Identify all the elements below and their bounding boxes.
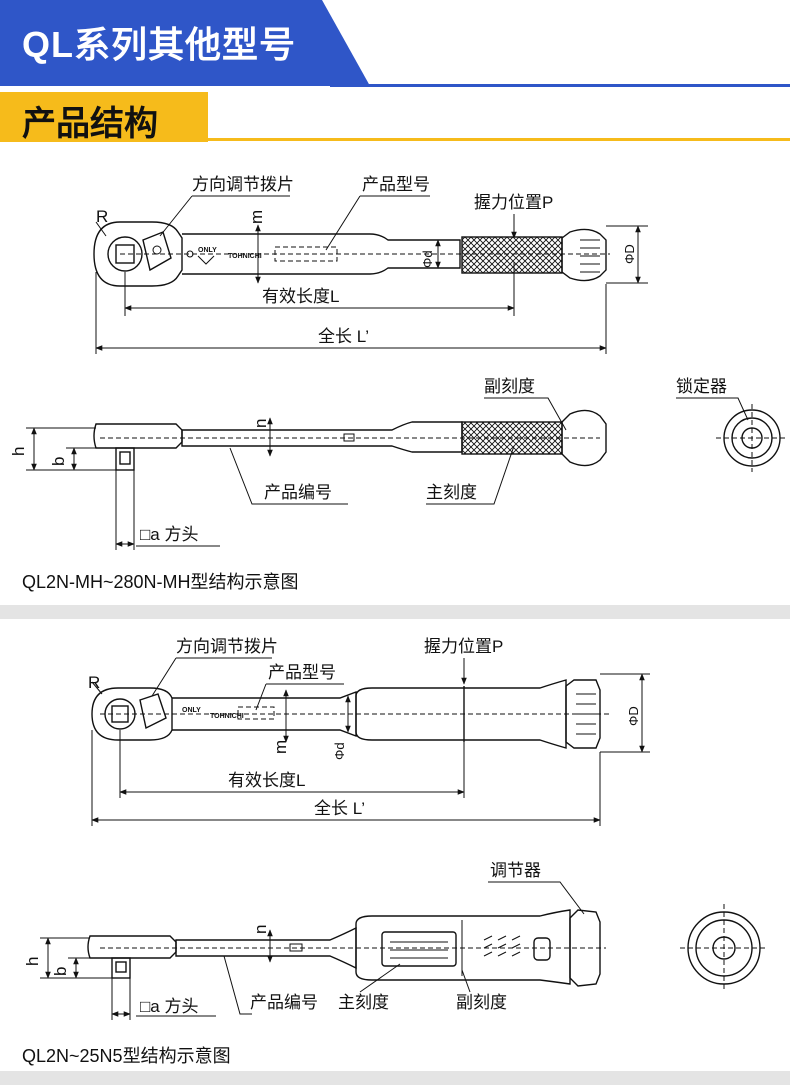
label-effective-length: 有效长度L [228, 771, 305, 790]
label-total-length: 全长 L’ [318, 327, 369, 346]
label-grip-position: 握力位置P [474, 193, 553, 212]
leader-model [255, 683, 344, 711]
only-mark: ONLY [182, 707, 201, 714]
only-mark: ONLY [198, 247, 217, 254]
structure-header-band [0, 92, 208, 142]
label-main-scale: 主刻度 [338, 993, 389, 1012]
label-direction-lever: 方向调节拨片 [176, 637, 278, 656]
grip-texture [483, 935, 521, 957]
label-model: 产品型号 [268, 663, 336, 682]
dim-r: R [96, 207, 108, 226]
side-end-cap [569, 909, 601, 987]
dim-d: Φd [420, 250, 435, 268]
label-total-length: 全长 L’ [314, 799, 365, 818]
dim-r-leader [95, 221, 107, 237]
side-head [93, 423, 183, 449]
label-direction-lever: 方向调节拨片 [192, 175, 294, 194]
structure-header: 产品结构 [0, 92, 790, 143]
label-square: □a 方头 [140, 525, 198, 544]
label-sub-scale: 副刻度 [484, 377, 535, 396]
end-cap [565, 679, 601, 749]
leader-serial [223, 955, 252, 1015]
ratchet-head [91, 687, 173, 741]
knurled-grip [461, 236, 563, 274]
only-arrow [197, 255, 215, 265]
label-serial: 产品编号 [250, 993, 318, 1012]
dim-r: R [88, 673, 100, 692]
leader-model [325, 195, 430, 251]
diagram2-top-view: ONLY TOHNICHI R m Φd ΦD 方向调节拨片 产品型号 握力位置… [88, 637, 650, 826]
diagram1-top-view: ONLY TOHNICHI R m Φd ΦD 方向调节拨片 产品型号 握力位置… [93, 175, 648, 354]
label-lock: 锁定器 [676, 377, 727, 396]
dim-m: m [247, 210, 266, 224]
lock-button [533, 937, 551, 961]
direction-lever [139, 693, 167, 730]
ratchet-head [93, 221, 183, 287]
leader-main-scale [426, 445, 515, 505]
side-head [87, 935, 177, 959]
dim-n: n [251, 925, 270, 934]
main-scale-window [381, 931, 457, 967]
ratchet-square-drive [107, 236, 143, 272]
dim-b: b [49, 457, 68, 466]
side-grip-body [355, 909, 571, 985]
lever-pivot [152, 245, 162, 255]
square-drive [115, 244, 135, 264]
brand-mark: TOHNICHI [210, 713, 244, 720]
side-square-inner [119, 451, 131, 465]
side-square-drive [111, 957, 131, 979]
label-effective-length: 有效长度L [262, 287, 339, 306]
side-end-cap [561, 409, 607, 467]
series-header: QL系列其他型号 [0, 0, 790, 87]
leader-sub-scale [484, 397, 567, 431]
structure-title: 产品结构 [22, 105, 158, 143]
structure-header-rule [208, 138, 790, 141]
dim-n: n [251, 419, 270, 428]
dim-m: m [271, 740, 290, 754]
dim-h: h [9, 447, 28, 456]
side-square-drive [115, 447, 135, 471]
leader-serial [229, 447, 348, 505]
label-serial: 产品编号 [264, 483, 332, 502]
dim-D: ΦD [622, 244, 637, 264]
dim-d: Φd [332, 742, 347, 760]
section-separator [0, 605, 790, 619]
grip-body [355, 679, 567, 749]
series-title: QL系列其他型号 [22, 24, 296, 65]
leader-direction-lever [159, 195, 290, 237]
series-header-band [0, 0, 370, 86]
end-cap [561, 228, 607, 282]
label-square: □a 方头 [140, 997, 198, 1016]
dim-h: h [23, 957, 42, 966]
direction-lever [142, 231, 172, 272]
label-grip-position: 握力位置P [424, 637, 503, 656]
caption-diagram2: QL2N~25N5型结构示意图 [22, 1046, 231, 1066]
brand-mark: TOHNICHI [228, 253, 262, 260]
leader-main-scale [359, 963, 401, 993]
leader-lock [676, 397, 749, 421]
leader-adjuster [488, 881, 585, 915]
side-square-inner [115, 961, 127, 973]
diagram2-side-view: n h b □a 方头 产品编号 主刻度 副刻度 调节器 QL2N~25N5型结… [22, 861, 768, 1066]
dim-r-leader [91, 681, 103, 695]
label-main-scale: 主刻度 [426, 483, 477, 502]
label-model: 产品型号 [362, 175, 430, 194]
caption-diagram1: QL2N-MH~280N-MH型结构示意图 [22, 572, 299, 592]
dim-b: b [51, 967, 70, 976]
leader-sub-scale [461, 969, 471, 993]
model-plate [237, 706, 275, 720]
diagram1-side-view: n h b □a 方头 产品编号 主刻度 副刻度 锁定器 QL2N-MH~280… [9, 377, 788, 592]
series-header-rule [330, 84, 790, 87]
dim-D: ΦD [626, 706, 641, 726]
label-sub-scale: 副刻度 [456, 993, 507, 1012]
label-adjuster: 调节器 [490, 861, 541, 880]
side-shaft [181, 421, 463, 453]
section-separator-bottom [0, 1071, 790, 1085]
leader-direction-lever [151, 657, 272, 697]
